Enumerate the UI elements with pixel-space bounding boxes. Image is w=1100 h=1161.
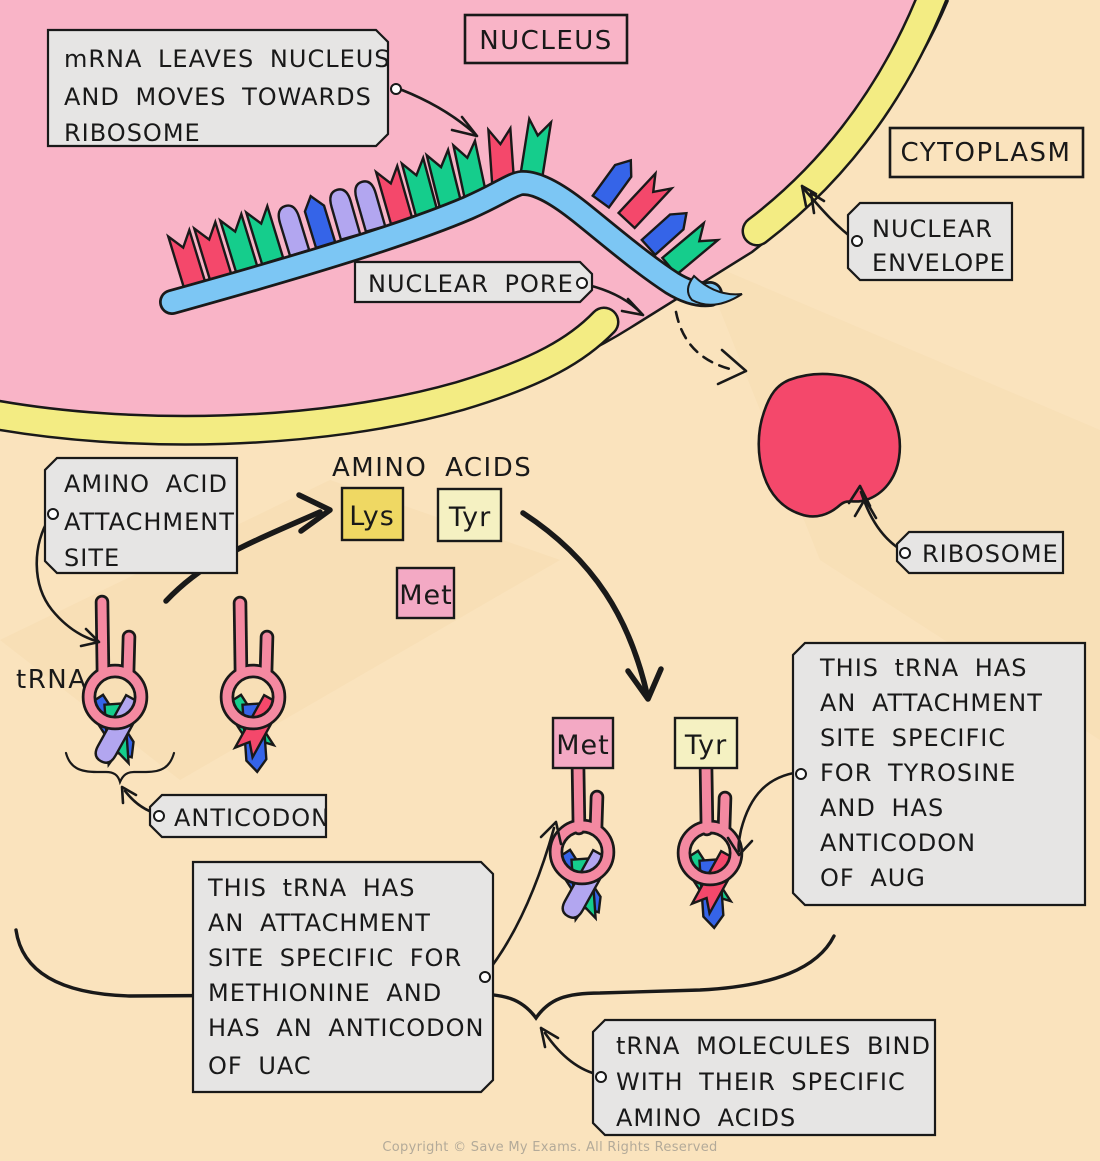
amino-acids-heading: AMINO ACIDS	[332, 453, 532, 483]
mrna-nucleotides	[166, 115, 722, 290]
nuclear-envelope-line: ENVELOPE	[872, 249, 1006, 277]
amino-acid-lys: Lys	[340, 486, 405, 542]
tag-ribosome: RIBOSOME	[895, 530, 1065, 575]
mrna-nucleotide-blue	[591, 158, 633, 210]
mrna-nucleotide-lilac	[354, 180, 387, 234]
met-note-line: THIS tRNA HAS	[207, 874, 415, 902]
cytoplasm-label: CYTOPLASM	[901, 138, 1072, 168]
tag-mrna-note: mRNA LEAVES NUCLEUS AND MOVES TOWARDS RI…	[46, 28, 402, 148]
bottom-brace	[14, 928, 836, 1021]
tyr-note-line: FOR TYROSINE	[820, 759, 1016, 787]
arrow-nuclear-pore	[586, 283, 645, 317]
trna-right-arm	[591, 792, 602, 833]
arrow-tyr-note	[726, 770, 802, 857]
met-label: Met	[556, 730, 610, 761]
tyr-note-line: AND HAS	[820, 794, 944, 822]
dashed-arrow-mrna-to-ribosome	[674, 310, 748, 386]
bind-note-line: AMINO ACIDS	[616, 1104, 796, 1132]
tag-dot	[576, 277, 588, 289]
arrow-tyr-to-trna	[520, 510, 664, 702]
ribosome-blob	[757, 372, 902, 518]
mrna-note-line: AND MOVES TOWARDS	[64, 83, 372, 111]
mrna-nucleotide-lilac	[329, 188, 362, 242]
anticodon-brace	[64, 751, 176, 786]
tag-attachment-site: AMINO ACID ATTACHMENT SITE	[43, 456, 239, 575]
trna-loop	[84, 666, 146, 728]
nucleus-label: NUCLEUS	[479, 26, 613, 56]
bind-note-line: tRNA MOLECULES BIND	[616, 1032, 931, 1060]
mrna-nucleotide-blue	[640, 211, 688, 257]
arrow-mrna-note	[400, 88, 479, 138]
tag-dot	[899, 547, 911, 559]
trna-left-arm	[701, 761, 712, 834]
trna-layer	[81, 594, 744, 930]
tag-tyr-note: THIS tRNA HAS AN ATTACHMENT SITE SPECIFI…	[791, 641, 1087, 907]
tag-anticodon: ANTICODON	[148, 793, 330, 839]
tag-nuclear-pore: NUCLEAR PORE	[353, 260, 594, 304]
attachment-note-line: AMINO ACID	[64, 470, 228, 498]
arrow-met-note	[483, 820, 563, 977]
mrna-note-line: RIBOSOME	[64, 119, 201, 147]
nuclear-envelope-lower-band	[0, 306, 620, 446]
tag-dot	[795, 768, 807, 780]
met-note-line: SITE SPECIFIC FOR	[208, 944, 462, 972]
anticodon-label: ANTICODON	[174, 804, 330, 832]
mrna-nucleotide-red	[616, 169, 675, 230]
nuclear-envelope-upper-band	[741, 0, 948, 247]
trna-molecule	[219, 595, 287, 774]
trna-molecule	[676, 758, 744, 930]
copyright-text: Copyright © Save My Exams. All Rights Re…	[382, 1140, 717, 1155]
trna-molecule	[81, 594, 149, 768]
tyr-on-trna: Tyr	[673, 716, 739, 770]
label-cytoplasm: CYTOPLASM	[888, 126, 1085, 179]
met-note-line: HAS AN ANTICODON	[208, 1014, 484, 1042]
attachment-note-line: ATTACHMENT	[64, 508, 235, 536]
trna-left-arm	[97, 597, 108, 678]
lys-label: Lys	[349, 501, 395, 532]
tyr-label: Tyr	[684, 730, 727, 761]
tyr-note-line: ANTICODON	[820, 829, 976, 857]
mrna-nucleotide-lilac	[277, 204, 311, 258]
amino-acid-tyr: Tyr	[436, 487, 503, 543]
ribosome-label: RIBOSOME	[922, 540, 1059, 568]
amino-acid-met: Met	[395, 566, 456, 620]
trna-right-arm	[261, 632, 272, 678]
tag-bind-note: tRNA MOLECULES BIND WITH THEIR SPECIFIC …	[591, 1018, 937, 1137]
tag-dot	[153, 810, 165, 822]
met-on-trna: Met	[551, 716, 615, 770]
tyr-note-line: OF AUG	[820, 864, 926, 892]
trna-right-arm	[123, 632, 134, 678]
trna-label: tRNA	[16, 665, 88, 695]
tag-met-note: THIS tRNA HAS AN ATTACHMENT SITE SPECIFI…	[191, 860, 495, 1094]
nuclear-envelope-line: NUCLEAR	[872, 215, 993, 243]
mrna-strand	[159, 170, 743, 315]
tyr-note-line: SITE SPECIFIC	[820, 724, 1006, 752]
trna-loop	[222, 666, 284, 728]
met-label: Met	[399, 580, 453, 611]
tag-dot	[479, 971, 491, 983]
met-note-line: METHIONINE AND	[208, 979, 442, 1007]
arrow-attachment-site	[35, 515, 101, 648]
tag-dot	[390, 83, 402, 95]
trna-left-arm	[235, 598, 246, 678]
mrna-tail-tip	[687, 274, 743, 306]
trna-left-arm	[573, 761, 584, 833]
trna-right-arm	[719, 793, 730, 834]
tag-dot	[47, 508, 59, 520]
tyr-note-line: AN ATTACHMENT	[820, 689, 1043, 717]
nuclear-pore-label: NUCLEAR PORE	[368, 270, 574, 298]
tyr-label: Tyr	[448, 502, 491, 533]
mrna-note-line: mRNA LEAVES NUCLEUS	[64, 45, 391, 73]
met-note-line: OF UAC	[208, 1052, 312, 1080]
met-note-line: AN ATTACHMENT	[208, 909, 431, 937]
tag-dot	[595, 1071, 607, 1083]
tag-dot	[851, 235, 863, 247]
attachment-note-line: SITE	[64, 544, 120, 572]
bind-note-line: WITH THEIR SPECIFIC	[616, 1068, 906, 1096]
label-nucleus: NUCLEUS	[463, 13, 629, 65]
tag-nuclear-envelope: NUCLEAR ENVELOPE	[846, 201, 1014, 282]
trna-molecule	[548, 758, 616, 923]
tyr-note-line: THIS tRNA HAS	[819, 654, 1027, 682]
